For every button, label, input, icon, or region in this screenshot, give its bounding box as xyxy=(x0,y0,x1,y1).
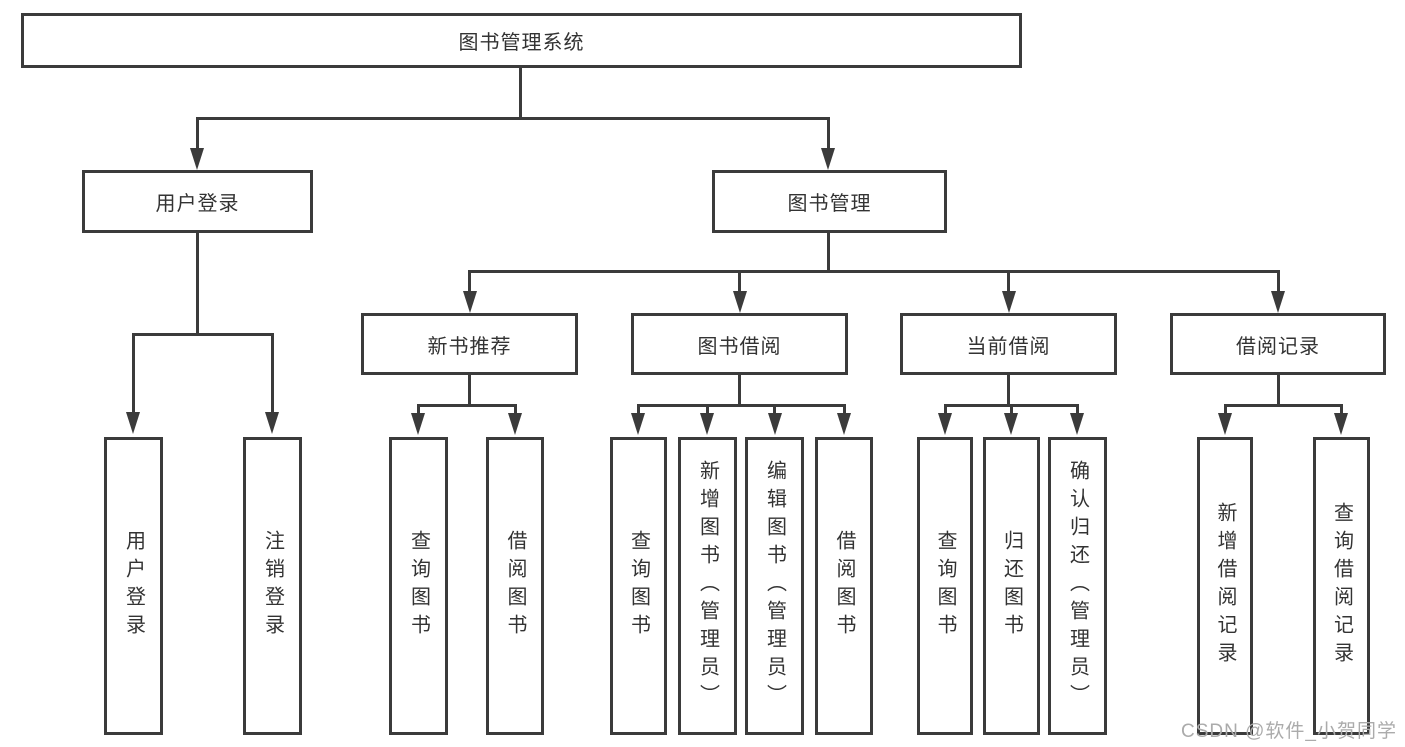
connector-leaf-stem xyxy=(514,404,517,417)
connector-leaf-stem xyxy=(1076,404,1079,417)
leaf-book-borrow-edit-admin: 编辑图书（管理员） xyxy=(745,437,804,735)
connector-to-new-books-stem xyxy=(468,270,471,294)
node-current-borrow: 当前借阅 xyxy=(900,313,1117,375)
connector-user-login-crossbar xyxy=(132,333,274,336)
connector-to-book-mgmt-stem xyxy=(827,117,830,150)
leaf-records-add-label: 新增借阅记录 xyxy=(1214,502,1236,670)
connector-new-books-crossbar xyxy=(417,404,517,407)
connector-new-books-stem xyxy=(468,375,471,406)
arrow-to-leaf-login-icon xyxy=(126,412,140,434)
leaf-user-login-label: 用户登录 xyxy=(122,530,145,642)
node-book-borrow-label: 图书借阅 xyxy=(697,335,782,358)
arrow-to-leaf-cb-return-icon xyxy=(1004,413,1018,435)
leaf-user-login: 用户登录 xyxy=(104,437,163,735)
leaf-records-query-label: 查询借阅记录 xyxy=(1330,502,1353,670)
arrow-to-leaf-nb-borrow-icon xyxy=(508,413,522,435)
connector-leaf-stem xyxy=(843,404,846,417)
arrow-to-leaf-bb-add-icon xyxy=(700,413,714,435)
leaf-records-add: 新增借阅记录 xyxy=(1197,437,1253,735)
connector-root-crossbar xyxy=(196,117,830,120)
connector-leaf-stem xyxy=(637,404,640,417)
connector-leaf-stem xyxy=(417,404,420,417)
leaf-book-borrow-query-label: 查询图书 xyxy=(627,530,650,642)
connector-user-login-stem xyxy=(196,233,199,336)
node-user-login: 用户登录 xyxy=(82,170,313,233)
connector-leaf-stem xyxy=(706,404,709,417)
node-user-login-label: 用户登录 xyxy=(155,193,240,215)
arrow-to-leaf-nb-query-icon xyxy=(411,413,425,435)
leaf-logout: 注销登录 xyxy=(243,437,302,735)
arrow-to-leaf-logout-icon xyxy=(265,412,279,434)
leaf-current-borrow-return: 归还图书 xyxy=(983,437,1040,735)
leaf-new-books-query: 查询图书 xyxy=(389,437,448,735)
node-book-borrow: 图书借阅 xyxy=(631,313,848,375)
connector-borrow-records-stem xyxy=(1277,375,1280,406)
arrow-to-leaf-bb-edit-icon xyxy=(768,413,782,435)
node-borrow-records-label: 借阅记录 xyxy=(1236,335,1320,358)
connector-book-mgmt-crossbar xyxy=(468,270,1279,273)
node-book-mgmt-label: 图书管理 xyxy=(787,193,872,215)
connector-to-borrow-records-stem xyxy=(1277,270,1280,294)
connector-leaf-stem xyxy=(1224,404,1227,417)
connector-to-user-login-stem xyxy=(196,117,199,150)
connector-book-mgmt-stem xyxy=(827,233,830,273)
leaf-new-books-borrow: 借阅图书 xyxy=(486,437,544,735)
leaf-book-borrow-borrow-label: 借阅图书 xyxy=(833,530,855,642)
leaf-current-borrow-confirm-admin-label: 确认归还（管理员） xyxy=(1066,460,1089,712)
arrow-to-new-books-icon xyxy=(463,291,477,313)
leaf-current-borrow-confirm-admin: 确认归还（管理员） xyxy=(1048,437,1107,735)
arrow-to-leaf-bb-query-icon xyxy=(631,413,645,435)
connector-leaf-stem xyxy=(1010,404,1013,417)
arrow-to-leaf-br-query-icon xyxy=(1334,413,1348,435)
connector-to-current-borrow-stem xyxy=(1007,270,1010,294)
leaf-new-books-query-label: 查询图书 xyxy=(407,530,430,642)
arrow-to-borrow-records-icon xyxy=(1271,291,1285,313)
connector-current-borrow-stem xyxy=(1007,375,1010,406)
leaf-book-borrow-add-admin-label: 新增图书（管理员） xyxy=(696,460,719,712)
connector-to-leaf-logout-stem xyxy=(271,333,274,414)
arrow-to-leaf-cb-confirm-icon xyxy=(1070,413,1084,435)
node-book-mgmt: 图书管理 xyxy=(712,170,947,233)
connector-book-borrow-stem xyxy=(738,375,741,406)
connector-to-book-borrow-stem xyxy=(738,270,741,294)
leaf-book-borrow-add-admin: 新增图书（管理员） xyxy=(678,437,737,735)
node-current-borrow-label: 当前借阅 xyxy=(966,335,1051,358)
arrow-to-book-borrow-icon xyxy=(733,291,747,313)
arrow-to-book-mgmt-icon xyxy=(821,148,835,170)
connector-leaf-stem xyxy=(773,404,776,417)
leaf-new-books-borrow-label: 借阅图书 xyxy=(504,530,526,642)
arrow-to-current-borrow-icon xyxy=(1002,291,1016,313)
leaf-book-borrow-query: 查询图书 xyxy=(610,437,667,735)
connector-book-borrow-crossbar xyxy=(637,404,846,407)
leaf-book-borrow-borrow: 借阅图书 xyxy=(815,437,873,735)
node-new-books-label: 新书推荐 xyxy=(427,335,512,358)
connector-to-leaf-login-stem xyxy=(132,333,135,414)
node-borrow-records: 借阅记录 xyxy=(1170,313,1386,375)
leaf-current-borrow-return-label: 归还图书 xyxy=(1000,530,1023,642)
node-root-system: 图书管理系统 xyxy=(21,13,1022,68)
leaf-current-borrow-query-label: 查询图书 xyxy=(934,530,956,642)
connector-leaf-stem xyxy=(1340,404,1343,417)
arrow-to-leaf-cb-query-icon xyxy=(938,413,952,435)
connector-root-stem xyxy=(519,68,522,119)
leaf-book-borrow-edit-admin-label: 编辑图书（管理员） xyxy=(763,460,786,712)
leaf-current-borrow-query: 查询图书 xyxy=(917,437,973,735)
connector-borrow-records-crossbar xyxy=(1224,404,1343,407)
arrow-to-leaf-br-add-icon xyxy=(1218,413,1232,435)
node-new-books: 新书推荐 xyxy=(361,313,578,375)
arrow-to-leaf-bb-borrow-icon xyxy=(837,413,851,435)
leaf-records-query: 查询借阅记录 xyxy=(1313,437,1370,735)
connector-leaf-stem xyxy=(944,404,947,417)
watermark: CSDN @软件_小贺同学 xyxy=(1181,721,1397,742)
leaf-logout-label: 注销登录 xyxy=(261,530,284,642)
arrow-to-user-login-icon xyxy=(190,148,204,170)
node-root-system-label: 图书管理系统 xyxy=(458,32,585,54)
